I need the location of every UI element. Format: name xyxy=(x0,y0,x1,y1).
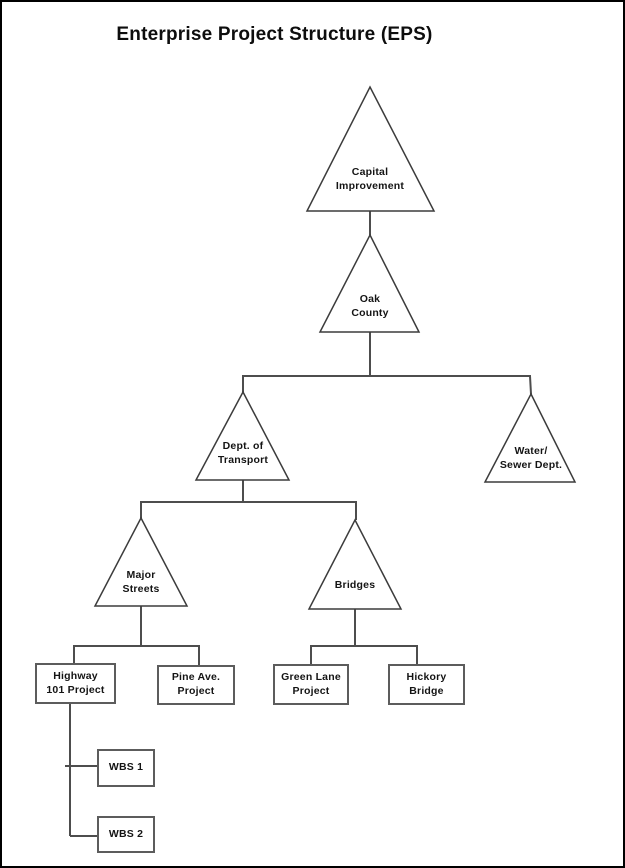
triangle-bridges xyxy=(307,518,403,610)
node-label-capital-improvement: Capital Improvement xyxy=(335,166,405,192)
connector-transport-children xyxy=(140,501,357,520)
triangle-water-sewer-dept xyxy=(483,392,577,483)
node-pine-ave-project: Pine Ave. Project xyxy=(157,665,235,705)
connector-major-children xyxy=(73,645,200,666)
node-label-bridges: Bridges xyxy=(334,579,376,592)
node-label-major-streets: Major Streets xyxy=(122,569,160,595)
node-label-oak-county: Oak County xyxy=(351,293,389,319)
connector-bridges-children xyxy=(310,645,418,665)
node-label-water-sewer-dept: Water/ Sewer Dept. xyxy=(499,445,563,471)
triangle-oak-county xyxy=(318,233,421,333)
node-highway-101-project: Highway 101 Project xyxy=(35,663,116,704)
triangle-dept-of-transport xyxy=(194,390,291,481)
triangle-major-streets xyxy=(93,516,189,607)
connector-oak-children xyxy=(242,375,532,395)
node-wbs-1: WBS 1 xyxy=(97,749,155,787)
node-wbs-2: WBS 2 xyxy=(97,816,155,853)
node-hickory-bridge: Hickory Bridge xyxy=(388,664,465,705)
node-label-dept-of-transport: Dept. of Transport xyxy=(217,440,269,466)
triangle-group xyxy=(93,85,577,610)
page-title: Enterprise Project Structure (EPS) xyxy=(116,24,433,45)
node-green-lane-project: Green Lane Project xyxy=(273,664,349,705)
connector-group xyxy=(65,211,532,837)
triangle-capital-improvement xyxy=(305,85,436,212)
